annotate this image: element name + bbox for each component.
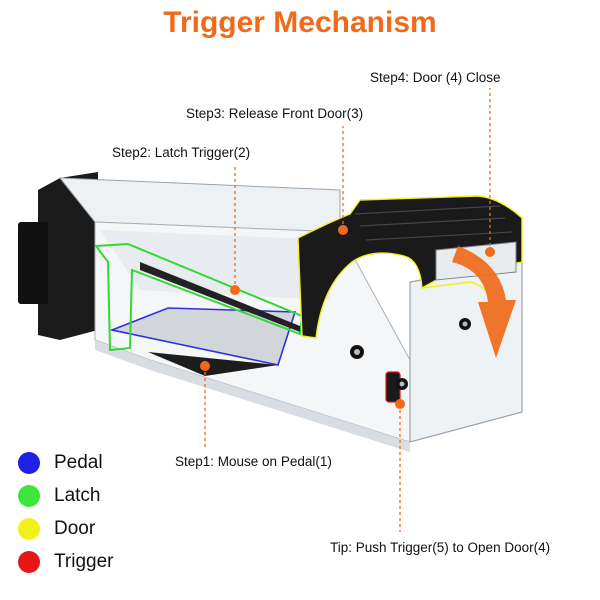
legend-label-latch: Latch (54, 484, 101, 506)
tube-bottom (95, 340, 410, 452)
step3-marker (338, 225, 348, 235)
legend-item: Door (18, 512, 113, 545)
step3-label: Step3: Release Front Door(3) (186, 106, 364, 121)
step1-marker (200, 361, 210, 371)
pedal-color-dot (18, 451, 40, 474)
latch-color-dot (18, 484, 40, 507)
step2-label: Step2: Latch Trigger(2) (112, 145, 251, 160)
step1-label: Step1: Mouse on Pedal(1) (175, 454, 332, 469)
legend-item: Pedal (18, 446, 113, 479)
step2-marker (230, 285, 240, 295)
tip-marker (395, 399, 405, 409)
latch-shape (94, 242, 304, 352)
tip-label: Tip: Push Trigger(5) to Open Door(4) (330, 540, 551, 555)
tube-front (409, 261, 523, 443)
legend-item: Trigger (18, 545, 113, 578)
legend: Pedal Latch Door Trigger (18, 446, 113, 578)
step4-marker (485, 247, 495, 257)
legend-label-door: Door (54, 517, 96, 539)
legend-label-trigger: Trigger (54, 550, 114, 572)
close-arrow (452, 246, 516, 358)
legend-item: Latch (18, 479, 113, 512)
rear-cap (38, 172, 98, 340)
legend-label-pedal: Pedal (54, 451, 103, 473)
rear-cap-block (18, 222, 48, 304)
trigger-color-dot (18, 550, 40, 573)
pedal-shape (109, 307, 297, 366)
door-color-dot (18, 517, 40, 540)
door-arch (297, 195, 523, 339)
step4-label: Step4: Door (4) Close (370, 70, 501, 85)
page-title: Trigger Mechanism (163, 6, 437, 39)
